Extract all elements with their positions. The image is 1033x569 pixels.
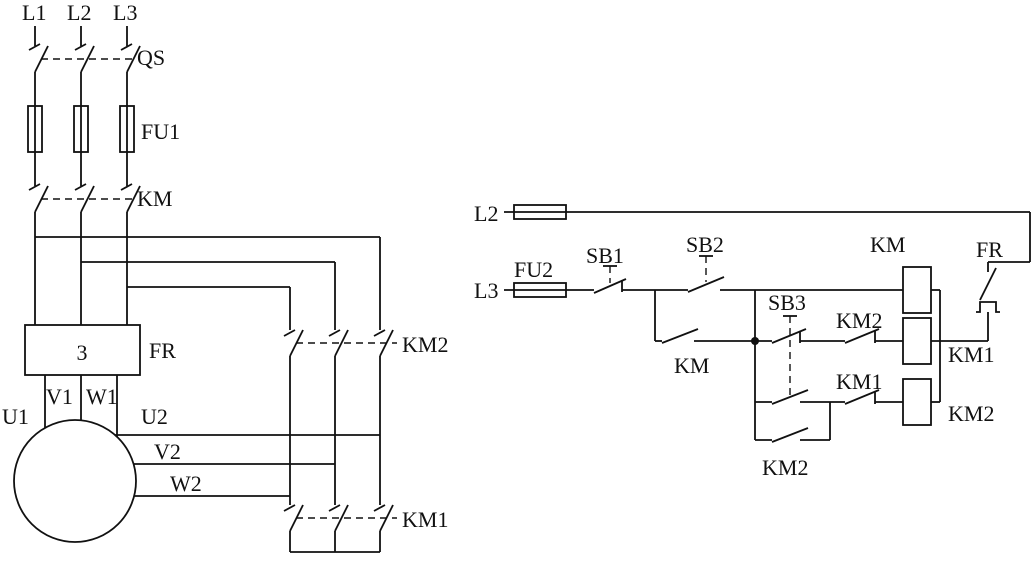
km2-coil <box>902 378 932 426</box>
control-l3-label: L3 <box>474 278 498 303</box>
km2-coil-label: KM2 <box>948 401 994 426</box>
fr-label: FR <box>149 338 176 363</box>
winding-end-leads <box>115 434 380 497</box>
control-circuit: L2 FR L3 FU2 SB1 <box>474 201 1031 480</box>
control-l2-label: L2 <box>474 201 498 226</box>
km2-nc-label: KM2 <box>836 308 882 333</box>
km1-contacts <box>283 504 397 553</box>
fu1-label: FU1 <box>141 119 180 144</box>
km2-aux-contact <box>755 402 831 443</box>
l2-fuse <box>513 204 567 220</box>
terminal-u1-label: U1 <box>2 404 29 429</box>
km-coil <box>902 266 932 314</box>
fu2-fuse <box>513 282 567 298</box>
qs-disconnect-switch <box>28 43 141 73</box>
qs-label: QS <box>137 45 165 70</box>
fr-nc-contact <box>976 262 1000 341</box>
coil-return-bus <box>931 289 988 403</box>
phase-lines <box>34 26 128 46</box>
sb1-stop-button <box>593 265 627 294</box>
power-circuit: L1 L2 L3 QS <box>2 0 448 553</box>
phase-l1-label: L1 <box>22 0 46 25</box>
sb2-start-button <box>687 255 725 293</box>
sb2-label: SB2 <box>686 232 724 257</box>
km2-contacts <box>283 329 397 357</box>
sb3-button <box>771 315 809 405</box>
phase-l2-label: L2 <box>67 0 91 25</box>
km1-coil-label: KM1 <box>948 342 994 367</box>
km-main-contacts <box>28 183 141 213</box>
terminal-v1-label: V1 <box>46 384 73 409</box>
terminal-w2-label: W2 <box>170 471 202 496</box>
fr-overload-relay: 3 <box>24 324 141 376</box>
terminal-w1-label: W1 <box>86 384 118 409</box>
km-aux-label: KM <box>674 353 709 378</box>
km2-aux-label: KM2 <box>762 455 808 480</box>
motor-circle <box>13 419 137 543</box>
sb3-label: SB3 <box>768 290 806 315</box>
km-coil-label: KM <box>870 232 905 257</box>
km2-contacts-label: KM2 <box>402 332 448 357</box>
km1-contacts-label: KM1 <box>402 507 448 532</box>
fr-nc-label: FR <box>976 237 1003 262</box>
km-main-label: KM <box>137 186 172 211</box>
sb1-label: SB1 <box>586 243 624 268</box>
phase-l3-label: L3 <box>113 0 137 25</box>
km-aux-contact <box>655 328 772 344</box>
km1-coil <box>902 317 932 365</box>
terminal-u2-label: U2 <box>141 404 168 429</box>
fu2-label: FU2 <box>514 257 553 282</box>
delta-branch-wires <box>35 236 381 330</box>
terminal-v2-label: V2 <box>154 439 181 464</box>
km1-nc-label: KM1 <box>836 369 882 394</box>
fu1-fuses <box>27 105 135 153</box>
fr-elements-label: 3 <box>77 340 88 365</box>
